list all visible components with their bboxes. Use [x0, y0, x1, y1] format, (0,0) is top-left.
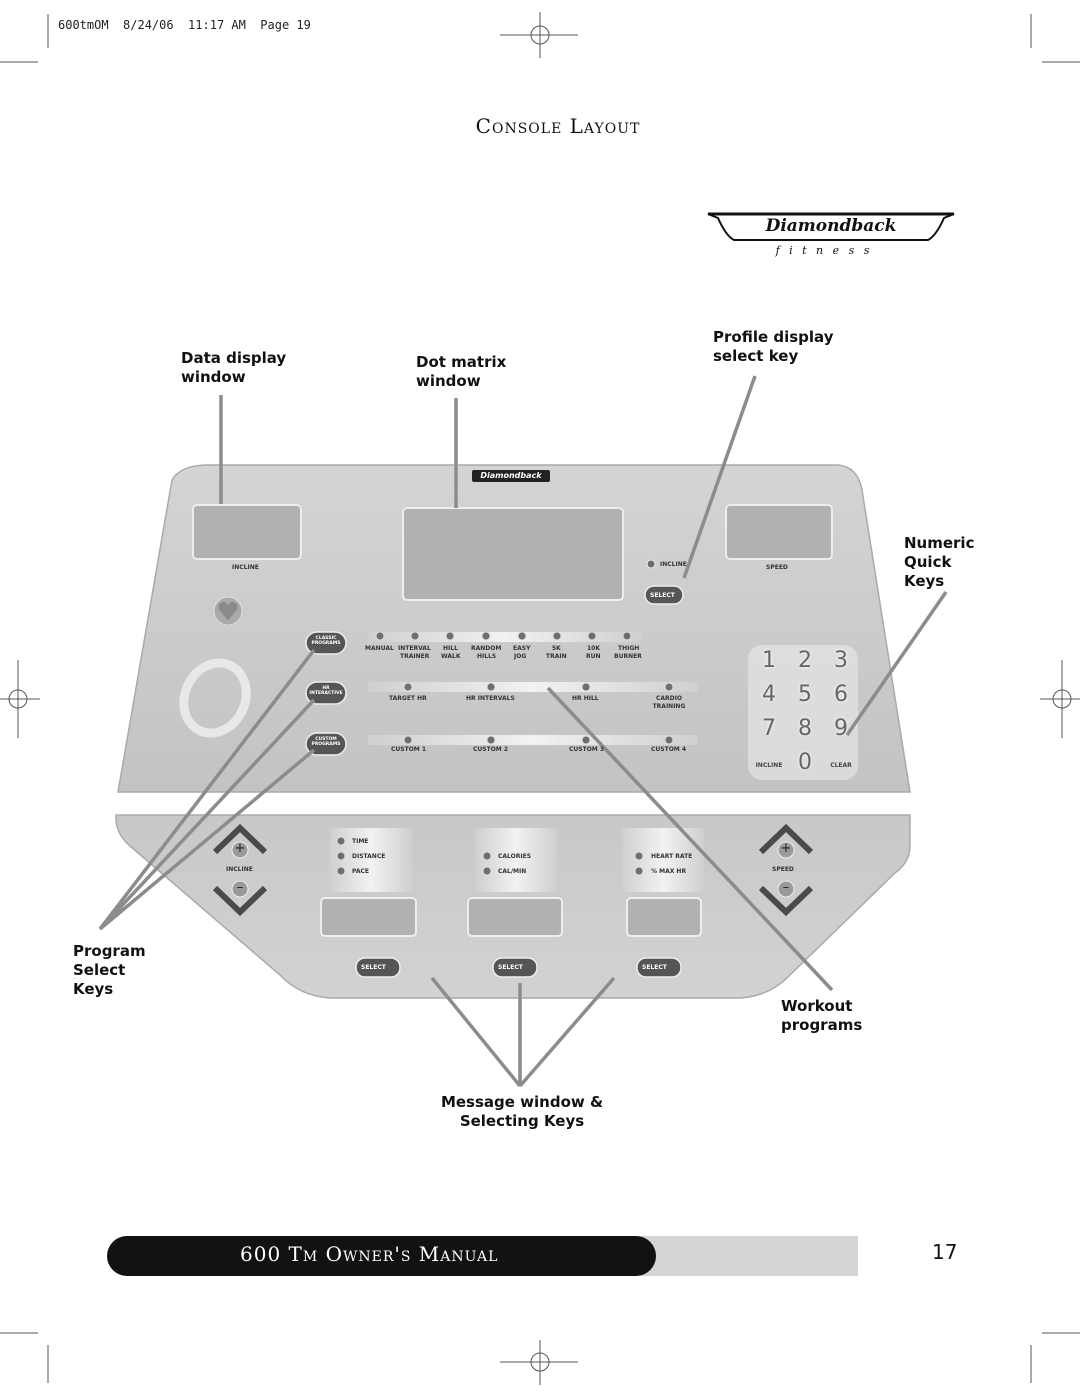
print-header: 600tmOM 8/24/06 11:17 AM Page 19	[58, 18, 311, 32]
numeric-keypad: 1 2 3 4 5 6 7 8 9 INCLINE 0 CLEAR	[752, 648, 858, 784]
lower-select-key-1-label[interactable]: SELECT	[361, 964, 386, 971]
speed-down-button[interactable]: –	[782, 880, 790, 895]
lower-select-key-3	[636, 957, 682, 978]
classic-programs-key	[305, 631, 347, 655]
classic-programs-key-label[interactable]: CLASSIC PROGRAMS	[311, 636, 341, 646]
message-cal-min: CAL/MIN	[498, 868, 527, 875]
logo-brand-text: Diamondback	[765, 216, 897, 236]
custom-programs-key-label[interactable]: CUSTOM PROGRAMS	[311, 737, 341, 747]
message-heart-rate: HEART RATE	[651, 853, 693, 860]
lower-select-key-2-label[interactable]: SELECT	[498, 964, 523, 971]
message-window-1	[320, 897, 417, 937]
message-distance: DISTANCE	[352, 853, 386, 860]
message-window-3	[626, 897, 702, 937]
program-leds	[375, 631, 674, 745]
program-manual: MANUAL	[365, 645, 394, 652]
program-hill: HILL	[443, 645, 458, 652]
program-interval: INTERVAL	[398, 645, 431, 652]
lower-speed-label: SPEED	[772, 866, 794, 873]
key-1[interactable]: 1	[762, 648, 776, 673]
message-window-2	[467, 897, 563, 937]
lower-select-key-2	[492, 957, 538, 978]
key-9[interactable]: 9	[834, 716, 848, 741]
program-thigh: THIGH	[618, 645, 640, 652]
program-custom-1: CUSTOM 1	[391, 746, 427, 753]
key-5[interactable]: 5	[798, 682, 812, 707]
incline-down-button[interactable]: –	[236, 880, 244, 895]
console-brand-badge	[472, 470, 550, 482]
speed-up-button[interactable]: +	[780, 841, 792, 856]
lower-incline-label: INCLINE	[226, 866, 253, 873]
program-jog: JOG	[514, 653, 527, 660]
incline-display-window	[192, 504, 302, 560]
program-walk: WALK	[441, 653, 461, 660]
incline-display-label: INCLINE	[232, 564, 259, 571]
hr-interactive-key-label[interactable]: HR INTERACTIVE	[309, 686, 343, 696]
speed-display-label: SPEED	[766, 564, 788, 571]
key-0[interactable]: 0	[798, 750, 812, 775]
key-6[interactable]: 6	[834, 682, 848, 707]
lower-select-key-3-label[interactable]: SELECT	[642, 964, 667, 971]
key-8[interactable]: 8	[798, 716, 812, 741]
dot-matrix-window	[402, 507, 624, 601]
program-custom-3: CUSTOM 3	[569, 746, 605, 753]
program-10k: 10K	[587, 645, 600, 652]
program-5k: 5K	[552, 645, 561, 652]
program-easy: EASY	[513, 645, 531, 652]
profile-select-key	[644, 585, 684, 605]
leader-lines	[98, 375, 948, 1088]
footer-bar	[107, 1236, 656, 1276]
brand-logo: Diamondback f i t n e s s	[706, 210, 956, 262]
program-random: RANDOM	[471, 645, 502, 652]
message-calories: CALORIES	[498, 853, 532, 860]
upper-console-panel	[117, 464, 911, 793]
key-7[interactable]: 7	[762, 716, 776, 741]
page-number: 17	[932, 1240, 958, 1264]
console-brand-badge-text: Diamondback	[480, 471, 542, 480]
key-4[interactable]: 4	[762, 682, 776, 707]
key-incline[interactable]: INCLINE	[755, 762, 783, 769]
message-time: TIME	[352, 838, 369, 845]
incline-indicator-led	[646, 559, 656, 569]
hr-interactive-key	[305, 681, 347, 705]
program-train: TRAIN	[546, 653, 567, 660]
program-custom-4: CUSTOM 4	[651, 746, 687, 753]
logo-banner-icon	[707, 212, 955, 241]
footer-manual-title: 600 Tm Owner's Manual	[240, 1242, 499, 1266]
message-pace: PACE	[352, 868, 369, 875]
program-cardio-training: CARDIO TRAINING	[652, 695, 686, 710]
page-title: Console Layout	[475, 114, 641, 138]
logo-sub-text: f i t n e s s	[775, 244, 873, 257]
key-2[interactable]: 2	[798, 648, 812, 673]
program-hills: HILLS	[477, 653, 497, 660]
incline-up-button[interactable]: +	[234, 841, 246, 856]
program-run: RUN	[586, 653, 601, 660]
key-clear[interactable]: CLEAR	[830, 762, 852, 769]
incline-indicator-label: INCLINE	[660, 561, 687, 568]
key-3[interactable]: 3	[834, 648, 848, 673]
speed-display-window	[725, 504, 833, 560]
message-max-hr: % MAX HR	[651, 868, 687, 875]
program-hr-intervals: HR INTERVALS	[466, 695, 515, 702]
callout-message-window: Message window &Selecting Keys	[440, 1093, 604, 1130]
program-target-hr: TARGET HR	[389, 695, 427, 702]
program-burner: BURNER	[614, 653, 642, 660]
program-custom-2: CUSTOM 2	[473, 746, 509, 753]
program-hr-hill: HR HILL	[572, 695, 599, 702]
lower-select-key-1	[355, 957, 401, 978]
custom-programs-key	[305, 732, 347, 756]
profile-select-key-label[interactable]: SELECT	[650, 592, 675, 599]
console-swirl-icon	[179, 658, 251, 738]
program-trainer: TRAINER	[400, 653, 430, 660]
